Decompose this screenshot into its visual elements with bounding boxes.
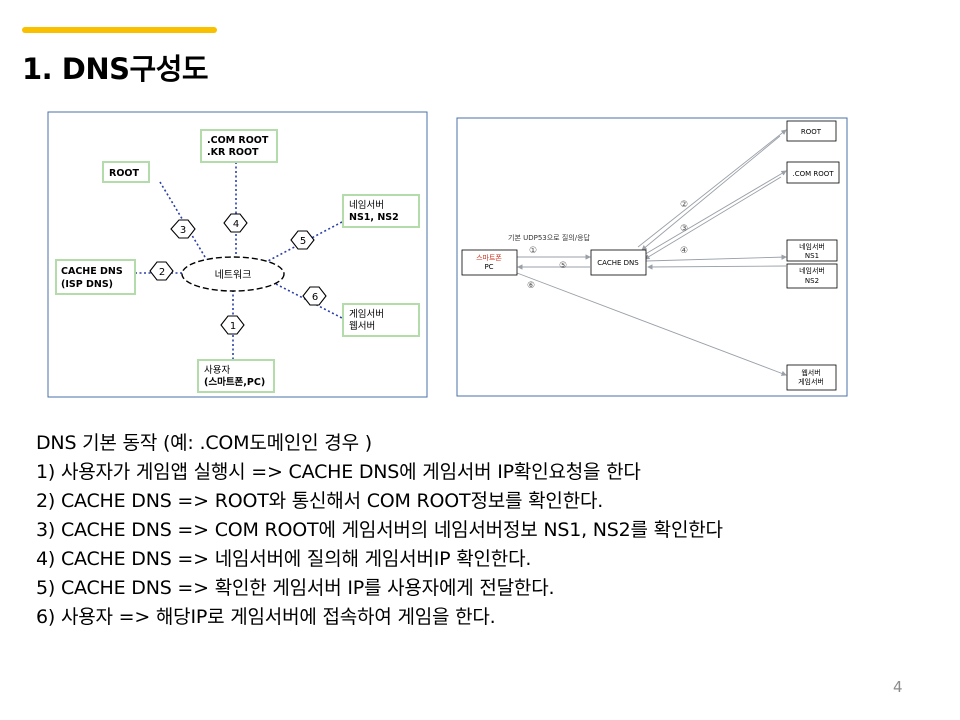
- network-label: 네트워크: [215, 268, 252, 281]
- steps-heading: DNS 기본 동작 (예: .COM도메인인 경우 ): [36, 432, 372, 454]
- right-ns2-label: NS2: [805, 277, 819, 285]
- right-cache-dns-label: CACHE DNS: [597, 259, 639, 267]
- node-root: [102, 161, 150, 183]
- step-5-number: 5: [300, 236, 306, 247]
- step-5-text: 5) CACHE DNS => 확인한 게임서버 IP를 사용자에게 전달한다.: [36, 577, 555, 599]
- root-label: ROOT: [109, 168, 139, 179]
- step-1-text: 1) 사용자가 게임앱 실행시 => CACHE DNS에 게임서버 IP확인요…: [36, 461, 641, 483]
- right-pc-label: PC: [484, 263, 493, 271]
- arrow-3a: [641, 170, 787, 257]
- node-game-server: [342, 303, 420, 337]
- marker-4: ④: [680, 246, 688, 256]
- com-root-label-1: .COM ROOT: [207, 135, 269, 146]
- step-4-hexagon: [223, 213, 248, 233]
- dns-steps-list: DNS 기본 동작 (예: .COM도메인인 경우 ) 1) 사용자가 게임앱 …: [36, 429, 723, 632]
- right-dns-diagram: ROOT .COM ROOT 네임서버 NS1 네임서버 NS2 스마트폰 PC…: [456, 117, 848, 397]
- arrow-4a: [645, 254, 787, 262]
- arrow-3b: [644, 176, 782, 260]
- node-root-right: [786, 120, 837, 142]
- node-com-root: [200, 129, 278, 163]
- step-3-text: 3) CACHE DNS => COM ROOT에 게임서버의 네임서버정보 N…: [36, 519, 723, 541]
- step-1-hexagon: [220, 315, 245, 335]
- marker-1: ①: [529, 246, 537, 256]
- game-server-label-2: 웹서버: [349, 321, 375, 332]
- step-3-number: 3: [180, 225, 186, 236]
- arrow-2b: [641, 135, 781, 251]
- right-webserver-label: 웹서버: [801, 368, 820, 377]
- arrow-4b: [647, 264, 787, 270]
- step-5-hexagon: [290, 230, 315, 250]
- connector-nameserver: [265, 221, 343, 263]
- user-label-1: 사용자: [204, 365, 230, 376]
- node-nameserver-ns1: [786, 239, 838, 262]
- right-ns1-label: NS1: [805, 252, 819, 260]
- network-cloud: [181, 256, 285, 292]
- step-2-number: 2: [159, 267, 165, 278]
- right-root-label: ROOT: [801, 128, 822, 136]
- cache-dns-label-1: CACHE DNS: [61, 266, 123, 277]
- right-nameserver-label: 네임서버: [799, 242, 825, 251]
- marker-5: ⑤: [559, 261, 567, 271]
- game-server-label-1: 게임서버: [349, 308, 384, 320]
- nameserver-label-1: 네임서버: [349, 199, 384, 211]
- user-label-2: (스마트폰,PC): [204, 376, 265, 388]
- slide-title: 1. DNS구성도: [22, 52, 209, 86]
- step-3-hexagon: [170, 219, 196, 239]
- node-com-root-right: [786, 161, 840, 184]
- step-4-number: 4: [233, 219, 239, 230]
- node-user: [197, 359, 275, 393]
- marker-3: ③: [680, 224, 688, 234]
- marker-6: ⑥: [527, 281, 535, 291]
- right-com-root-label: .COM ROOT: [792, 170, 834, 178]
- step-6-number: 6: [312, 292, 318, 303]
- right-arrows: [516, 129, 787, 376]
- node-smartphone-pc: [461, 249, 518, 276]
- query-protocol-label: 기본 UDP53으로 질의/응답: [508, 233, 591, 242]
- node-nameserver: [342, 194, 420, 228]
- step-6-hexagon: [302, 286, 327, 306]
- step-1-number: 1: [230, 321, 236, 332]
- com-root-label-2: .KR ROOT: [207, 147, 259, 158]
- step-2-hexagon: [149, 261, 174, 281]
- step-6-text: 6) 사용자 => 해당IP로 게임서버에 접속하여 게임을 한다.: [36, 606, 496, 628]
- cache-dns-label-2: (ISP DNS): [61, 279, 113, 290]
- right-gameserver-label: 게임서버: [798, 377, 824, 386]
- nameserver-label-2: NS1, NS2: [349, 212, 399, 223]
- node-nameserver-ns2: [786, 263, 838, 289]
- step-2-text: 2) CACHE DNS => ROOT와 통신해서 COM ROOT정보를 확…: [36, 490, 604, 512]
- right-nameserver-label-2: 네임서버: [799, 266, 825, 275]
- left-dns-diagram: 네트워크 .COM ROOT .KR ROOT ROOT 네임서버 NS1, N…: [47, 111, 428, 398]
- arrow-2a: [637, 129, 787, 248]
- dns-figures: 네트워크 .COM ROOT .KR ROOT ROOT 네임서버 NS1, N…: [47, 111, 848, 398]
- right-smartphone-label: 스마트폰: [476, 253, 502, 262]
- marker-2: ②: [680, 200, 688, 210]
- arrow-6: [516, 272, 787, 376]
- node-cache-dns: [55, 259, 136, 295]
- node-webserver: [786, 364, 837, 391]
- step-4-text: 4) CACHE DNS => 네임서버에 질의해 게임서버IP 확인한다.: [36, 548, 532, 570]
- page-number: 4: [893, 678, 903, 696]
- title-accent-bar: [22, 27, 217, 33]
- node-cache-dns-right: [590, 249, 647, 276]
